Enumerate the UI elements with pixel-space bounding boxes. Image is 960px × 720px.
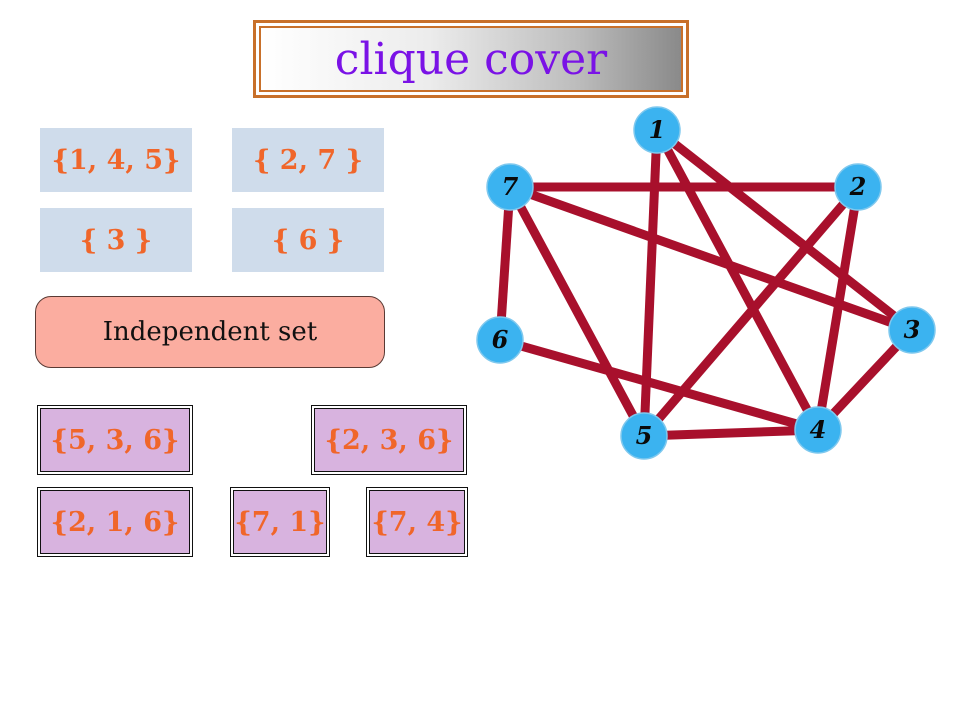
node-label: 3 <box>904 315 921 344</box>
clique-set-4: { 6 } <box>232 208 384 272</box>
node-3: 3 <box>888 306 936 354</box>
independent-set-3: {2, 1, 6} <box>37 487 193 557</box>
edge-1-5 <box>639 129 662 437</box>
node-5: 5 <box>620 412 668 460</box>
edge-6-4 <box>498 335 820 435</box>
node-circle <box>834 163 882 211</box>
node-6: 6 <box>476 316 524 364</box>
independent-set-5: {7, 4} <box>366 487 468 557</box>
independent-set-1: {5, 3, 6} <box>37 405 193 475</box>
node-circle <box>486 163 534 211</box>
node-label: 5 <box>636 421 653 450</box>
clique-set-3: { 3 } <box>40 208 192 272</box>
node-1: 1 <box>633 106 681 154</box>
node-label: 7 <box>502 172 519 201</box>
node-circle <box>794 406 842 454</box>
title-banner: clique cover <box>259 26 683 92</box>
node-circle <box>633 106 681 154</box>
graph-edges <box>495 126 916 441</box>
node-label: 1 <box>649 115 666 144</box>
node-7: 7 <box>486 163 534 211</box>
independent-set-4: {7, 1} <box>230 487 330 557</box>
node-label: 2 <box>849 172 867 201</box>
graph-nodes: 1 2 3 4 5 6 7 <box>476 106 936 460</box>
title-frame: clique cover <box>253 20 689 98</box>
independent-set-label: Independent set <box>35 296 385 368</box>
node-circle <box>888 306 936 354</box>
edge-2-4 <box>813 186 863 431</box>
edge-7-3 <box>508 182 914 335</box>
edge-5-4 <box>643 425 819 441</box>
edge-1-3 <box>654 126 915 334</box>
node-circle <box>620 412 668 460</box>
node-label: 6 <box>492 325 509 354</box>
edge-7-5 <box>506 184 648 439</box>
clique-set-2: { 2, 7 } <box>232 128 384 192</box>
independent-set-2: {2, 3, 6} <box>311 405 467 475</box>
edge-7-6 <box>495 186 515 341</box>
edge-1-4 <box>653 127 822 433</box>
node-2: 2 <box>834 163 882 211</box>
node-circle <box>476 316 524 364</box>
page-title: clique cover <box>334 33 608 85</box>
clique-set-1: {1, 4, 5} <box>40 128 192 192</box>
node-4: 4 <box>794 406 842 454</box>
node-label: 4 <box>810 415 827 444</box>
